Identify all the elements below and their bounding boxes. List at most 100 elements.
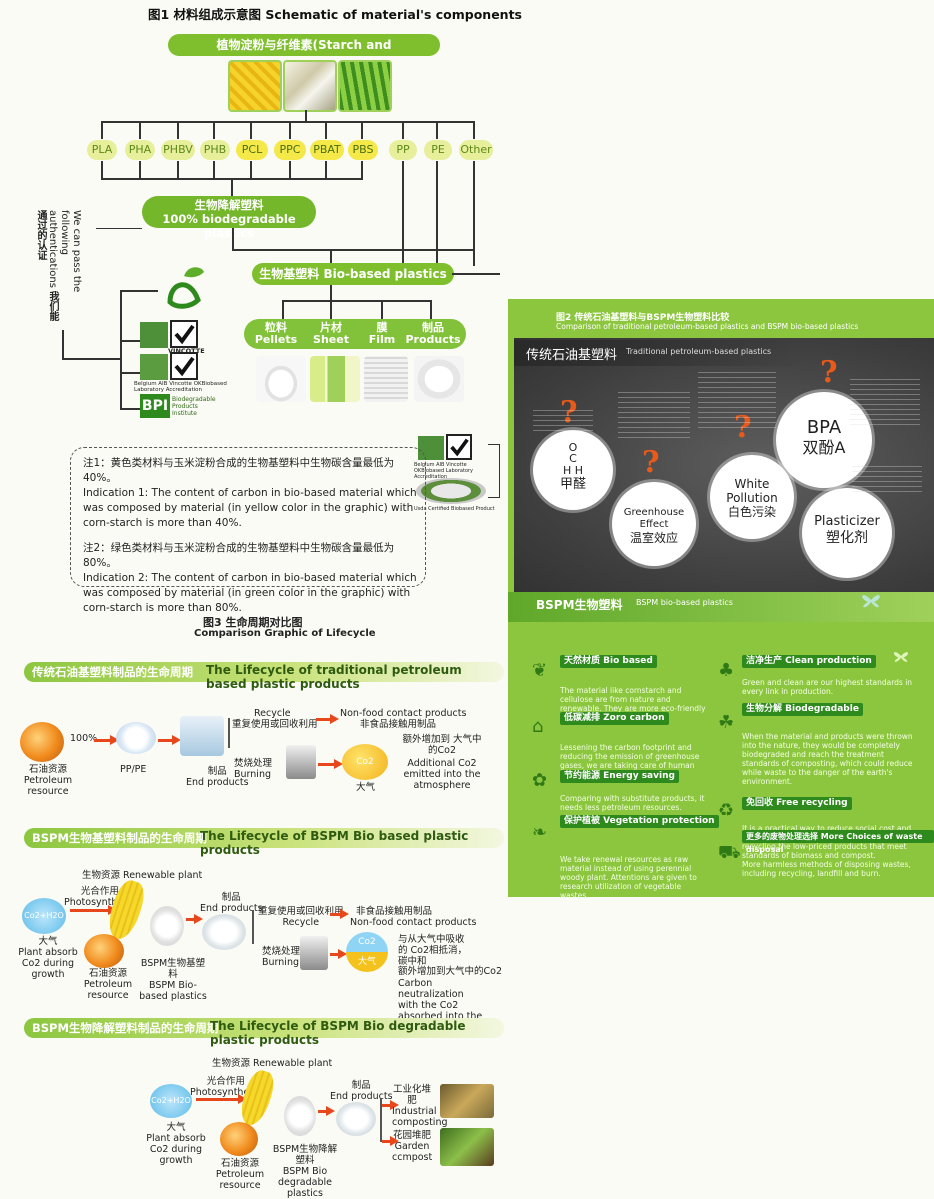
pellets-cn: 粒料 — [265, 321, 287, 334]
material-phb: PHB — [200, 140, 230, 160]
bio-based-pill: 生物基塑料 Bio-based plastics — [252, 263, 454, 285]
biodegrade-icon: ☘ — [718, 712, 735, 733]
co2-globe-1: Co2 — [342, 744, 388, 780]
benefit-biodegradable-title: 生物分解 Biodegradable — [742, 703, 863, 716]
pp-pe-label: PP/PE — [120, 764, 147, 775]
vincotte-check-icon-2 — [170, 352, 198, 380]
bpi-caption: Biodegradable Products Institute — [172, 396, 216, 417]
traditional-en: Traditional petroleum-based plastics — [626, 347, 772, 356]
formaldehyde-cn: 甲醛 — [559, 477, 586, 492]
material-other: Other — [459, 140, 493, 160]
usda-caption: Usda Certified Biobased Product — [414, 506, 495, 512]
bspm-header-cn: BSPM生物塑料 — [536, 598, 623, 612]
stalk-photo — [338, 60, 392, 112]
authentication-en: We can pass the following authentication… — [47, 210, 82, 293]
benefit-free-recycling-title: 免回收 Free recycling — [742, 797, 852, 810]
pellets-photo — [256, 356, 306, 402]
ok-biobased-logo — [140, 322, 168, 348]
co2-globe-2-bottom: 大气 — [357, 957, 376, 967]
vincotte-check-icon — [170, 320, 198, 348]
biodegradable-en: 100% biodegradable plastics — [162, 212, 296, 240]
hazard-white-pollution: White Pollution 白色污染 — [710, 455, 794, 539]
benefit-vegetation-title: 保护植被 Vegetation protection — [560, 815, 719, 828]
question-mark-icon-1: ? — [560, 395, 578, 430]
benefit-bio-based-title: 天然材质 Bio based — [560, 655, 657, 668]
usda-logo — [416, 478, 486, 504]
fig2-title-cn: 图2 传统石油基塑料与BSPM生物塑料比较 — [556, 313, 730, 323]
section-biodegradable-header: BSPM生物降解塑料制品的生命周期 The Lifecycle of BSPM … — [24, 1018, 504, 1047]
tableware-photo — [414, 356, 464, 402]
question-mark-icon-4: ? — [820, 355, 838, 390]
bspm-header-en: BSPM bio-based plastics — [636, 598, 733, 607]
bulb-icon: ✿ — [532, 770, 548, 791]
question-mark-icon-2: ? — [642, 445, 660, 480]
formula-c: C — [569, 452, 577, 465]
film-cn: 膜 — [376, 321, 388, 334]
white-pollution-cn: 白色污染 — [727, 505, 776, 519]
material-pha: PHA — [125, 140, 155, 160]
section-traditional-en: The Lifecycle of traditional petroleum b… — [206, 663, 462, 691]
pellets-icon-3 — [284, 1096, 316, 1136]
products-en: Products — [405, 333, 461, 346]
pellets-en: Pellets — [254, 333, 298, 346]
pellets-icon-1 — [116, 722, 156, 754]
pct-label: 100% — [70, 733, 98, 744]
plasticizer-en: Plasticizer — [814, 514, 880, 529]
hazard-bpa: BPA 双酚A — [776, 392, 872, 488]
hazard-text-5 — [852, 464, 922, 492]
corn-photo — [228, 60, 282, 112]
leaf-icon: ❧ — [532, 822, 548, 843]
end-products-photo-3 — [336, 1102, 376, 1136]
hazard-greenhouse: Greenhouse Effect 温室效应 — [612, 482, 696, 566]
vincotte-caption: Belgium AIB Vincotte OKBiobased Laborato… — [134, 381, 227, 393]
pellets-icon-2 — [150, 906, 184, 946]
hazard-text-3 — [698, 372, 776, 428]
benefit-vegetation-body: We take renewal resources as raw materia… — [560, 855, 697, 900]
product-pellets-label: 粒料 Pellets — [254, 322, 298, 346]
benefit-clean-production-title: 洁净生产 Clean production — [742, 655, 876, 668]
benefit-clean-production-body: Green and clean are our highest standard… — [742, 678, 913, 696]
garden-photo — [440, 1128, 494, 1166]
sheet-en: Sheet — [313, 333, 349, 346]
product-products-label: 制品 Products — [404, 322, 462, 346]
section-biobased-en: The Lifecycle of BSPM Bio based plastic … — [200, 829, 469, 857]
end-products-photo-1 — [180, 716, 224, 756]
product-sheet-label: 片材 Sheet — [306, 322, 356, 346]
butterfly-icon-2 — [890, 648, 912, 664]
fig3-title-en: Comparison Graphic of Lifecycle — [194, 628, 376, 639]
film-photo — [364, 356, 408, 402]
biodegradable-pill: 生物降解塑料 100% biodegradable plastics — [142, 196, 316, 240]
hazard-text-4 — [850, 375, 920, 425]
petroleum-photo-3 — [220, 1122, 258, 1156]
fig1-title: 图1 材料组成示意图 Schematic of material's compo… — [148, 7, 522, 22]
material-pe: PE — [424, 140, 452, 160]
burning-photo-1 — [286, 745, 316, 779]
sheet-cn: 片材 — [320, 321, 342, 334]
neutral-cn-label: 与从大气中吸收的 Co2相抵消，碳中和 — [398, 934, 468, 967]
bio-leaf-logo — [160, 262, 208, 312]
fig2-title-en: Comparison of traditional petroleum-base… — [556, 322, 859, 331]
benefit-biodegradable-body: When the material and products were thro… — [742, 732, 913, 786]
sheet-photo — [310, 356, 360, 402]
co2-h2o-circle-2: Co2+H2O — [22, 898, 66, 934]
section-traditional-header: 传统石油基塑料制品的生命周期 The Lifecycle of traditio… — [24, 662, 504, 691]
products-cn: 制品 — [422, 321, 444, 334]
bamboo-photo — [283, 60, 337, 112]
plasticizer-cn: 塑化剂 — [826, 530, 868, 546]
end-products-photo-2 — [202, 914, 246, 950]
co2-globe-2-top: Co2 — [358, 937, 376, 947]
benefit-waste-choices-title: 更多的废物处理选择 More Choices of waste disposal — [742, 830, 934, 854]
factory-icon: ♣ — [718, 660, 735, 681]
